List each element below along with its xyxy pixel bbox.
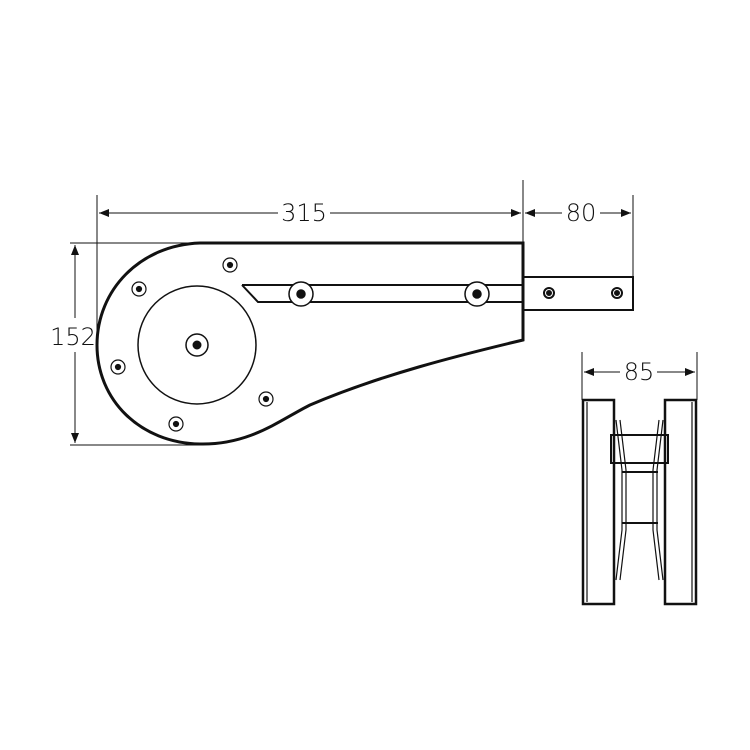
- slot-bolts: [288, 281, 490, 307]
- screw-holes: [110, 257, 274, 432]
- center-bolt: [185, 333, 209, 357]
- dimension-width-label: 85: [624, 358, 655, 386]
- pulley-flanges: [615, 419, 664, 581]
- drum-circle: [137, 285, 257, 405]
- arm-body-outline: [95, 241, 525, 446]
- shaft: [522, 276, 634, 311]
- dimension-lines: [70, 180, 698, 446]
- dimension-height-label: 152: [50, 323, 96, 351]
- right-plate: [663, 398, 698, 606]
- left-plate: [581, 398, 616, 606]
- front-view: [95, 241, 634, 446]
- hub: [610, 434, 669, 464]
- side-view: [581, 398, 698, 606]
- dimension-shaft-label: 80: [566, 199, 597, 227]
- dimension-length-label: 315: [281, 199, 327, 227]
